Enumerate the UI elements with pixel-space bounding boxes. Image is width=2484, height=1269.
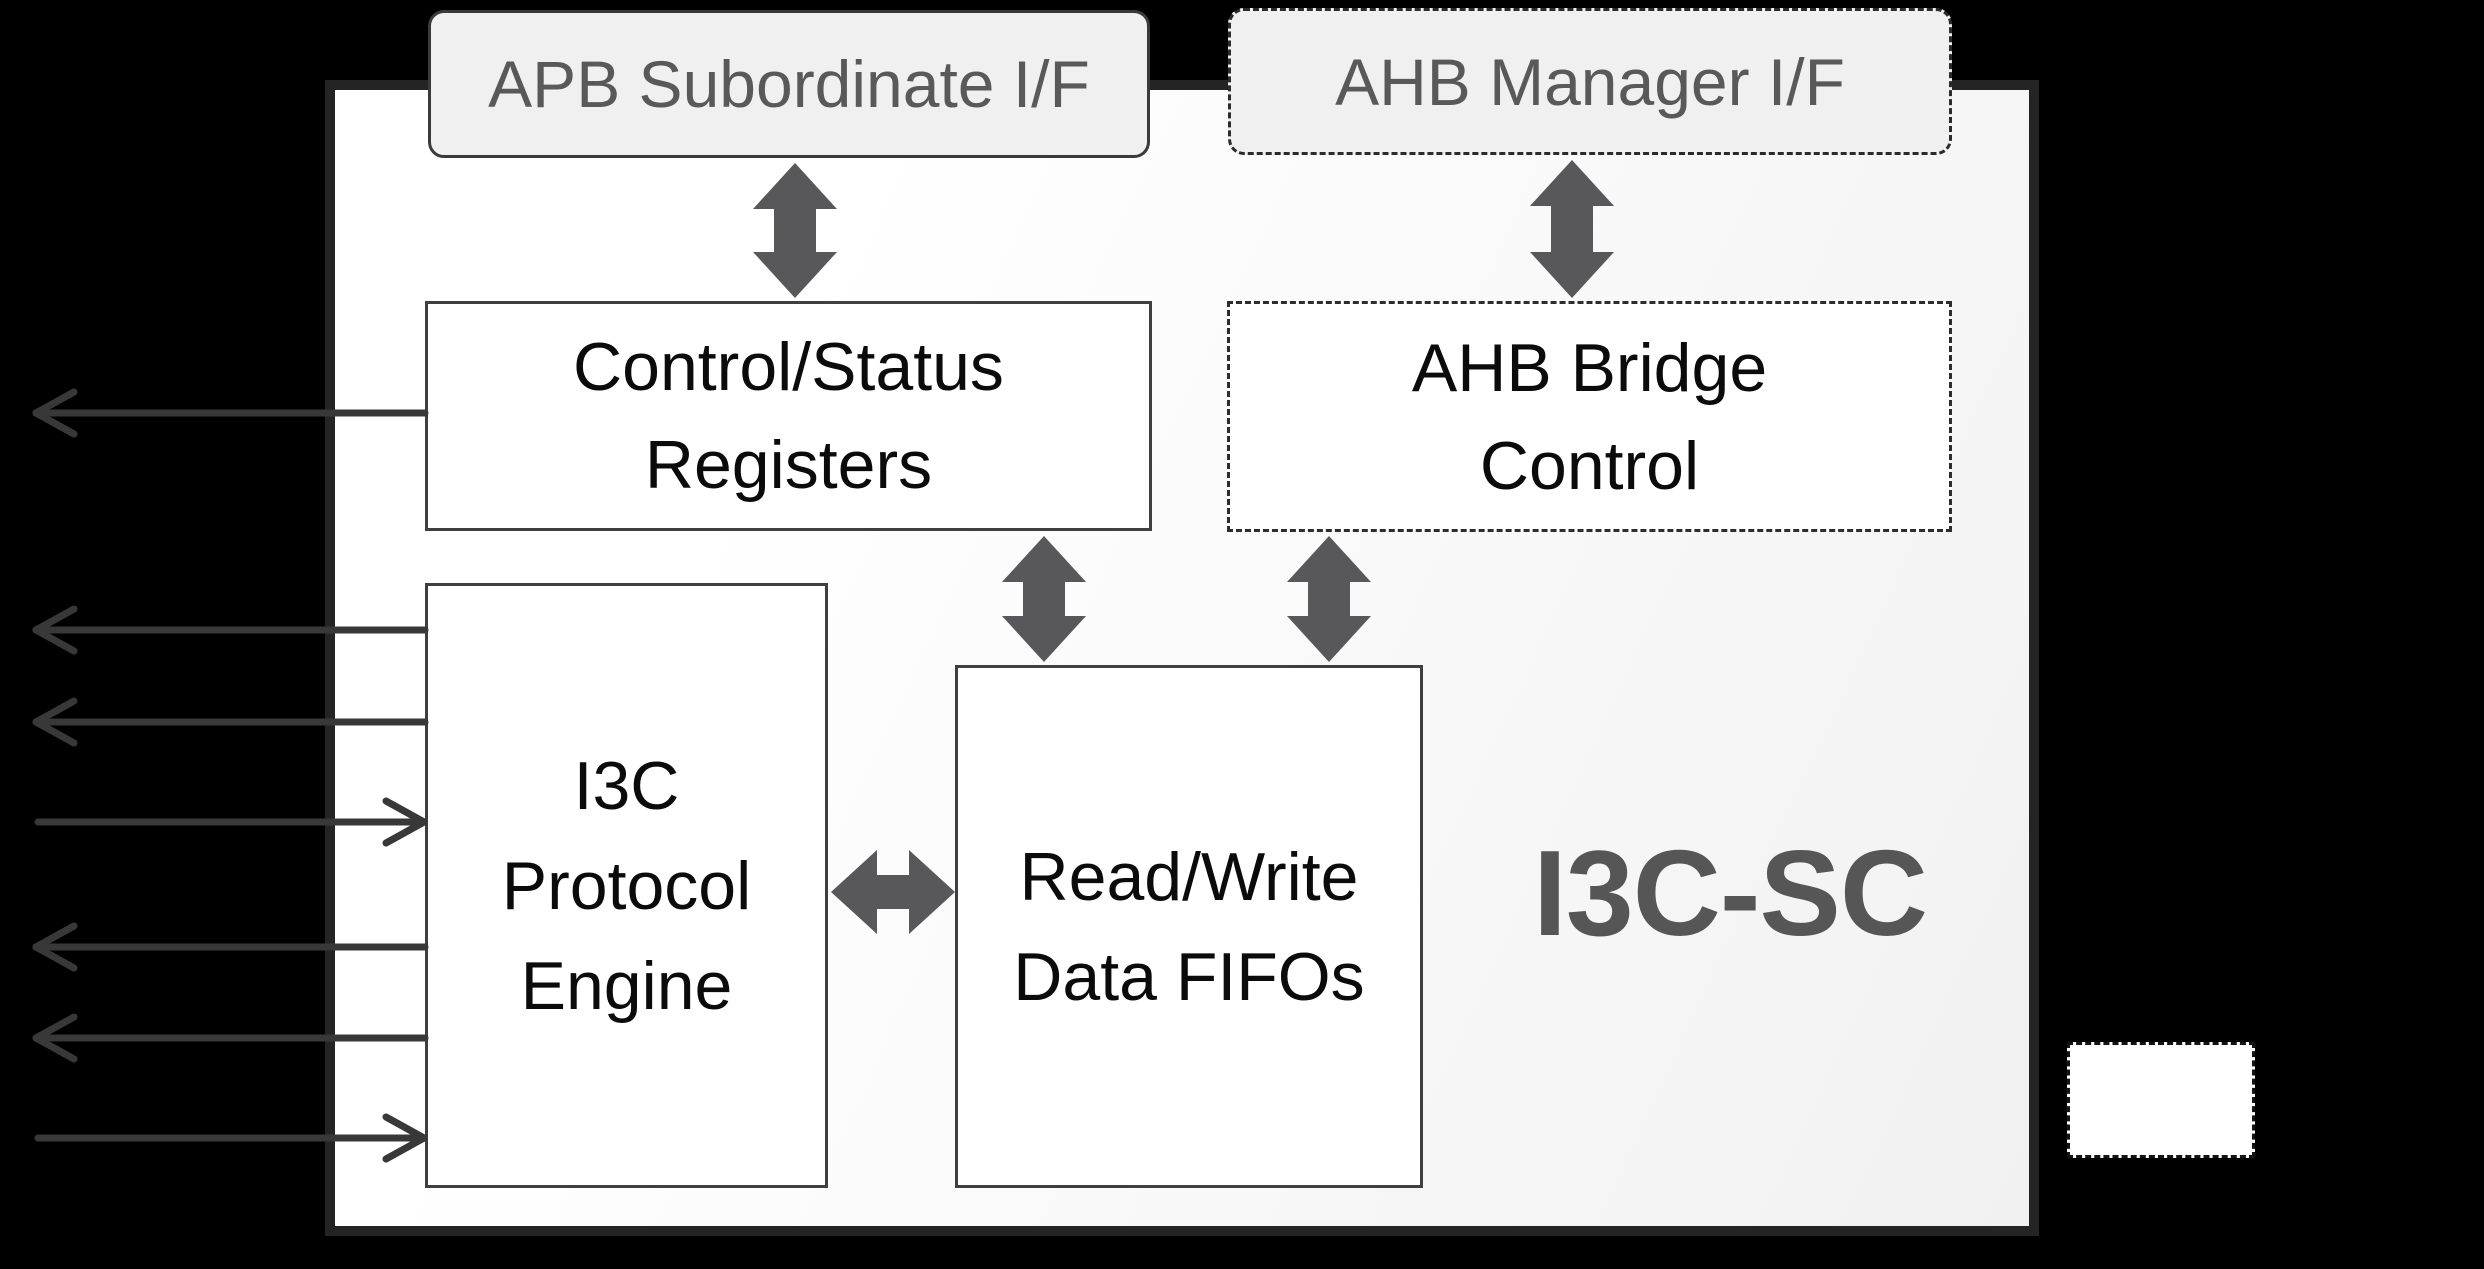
read-write-data-fifos-label: Read/Write Data FIFOs xyxy=(1013,838,1365,1015)
apb-subordinate-interface-label: APB Subordinate I/F xyxy=(488,47,1090,121)
ahb-bridge-control-label: AHB Bridge Control xyxy=(1411,329,1768,504)
block-title: I3C-SC xyxy=(1533,825,1928,961)
read-write-data-fifos-box: Read/Write Data FIFOs xyxy=(955,665,1423,1188)
control-status-registers-box: Control/Status Registers xyxy=(425,301,1152,531)
i3c-protocol-engine-box: I3C Protocol Engine xyxy=(425,583,828,1188)
legend-dashed-box xyxy=(2067,1042,2255,1158)
ahb-manager-interface-label: AHB Manager I/F xyxy=(1335,44,1845,119)
ahb-bridge-control-box: AHB Bridge Control xyxy=(1227,301,1952,532)
i3c-protocol-engine-label: I3C Protocol Engine xyxy=(501,747,752,1024)
apb-subordinate-interface-box: APB Subordinate I/F xyxy=(428,10,1150,158)
ahb-manager-interface-box: AHB Manager I/F xyxy=(1228,8,1952,155)
control-status-registers-label: Control/Status Registers xyxy=(573,329,1004,503)
